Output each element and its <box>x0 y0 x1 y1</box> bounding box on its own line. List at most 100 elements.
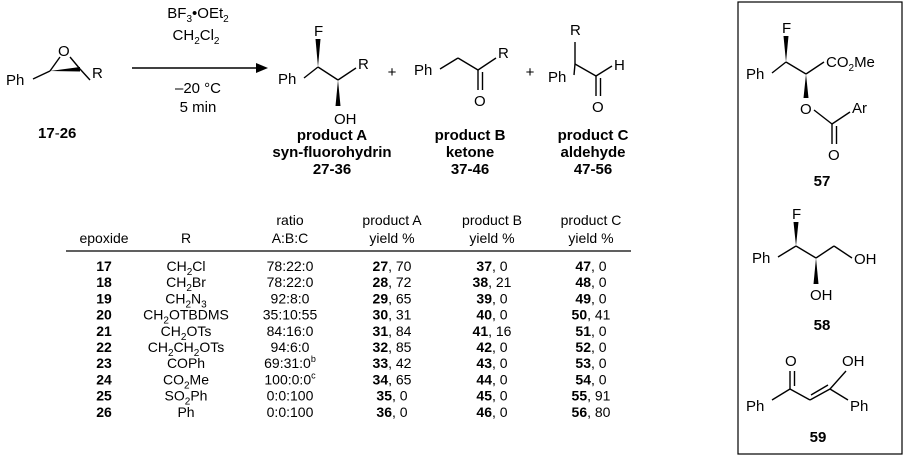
cell-product-a-yield: 36, 0 <box>376 404 407 420</box>
cell-product-c-yield: 48, 0 <box>575 274 606 290</box>
product-c-type: aldehyde <box>560 144 625 161</box>
header-epoxide: epoxide <box>79 230 128 246</box>
compound-57-wedge-f <box>783 36 789 62</box>
product-b-structure: Ph O R <box>414 45 509 110</box>
product-b-bond-ph <box>439 57 459 70</box>
compound-58-oh-1: OH <box>854 251 877 268</box>
compound-57-ar: Ar <box>852 100 867 117</box>
cell-r-group: SO2Ph <box>165 388 208 408</box>
cell-epoxide: 25 <box>96 388 112 404</box>
compound-57-ph-label: Ph <box>746 66 764 83</box>
product-c-bond-ph <box>573 63 576 76</box>
cell-epoxide: 17 <box>96 258 112 274</box>
cell-ratio: 69:31:0b <box>264 354 316 371</box>
header-product-b-2: yield % <box>469 230 514 246</box>
cell-product-b-yield: 43, 0 <box>476 355 507 371</box>
header-ratio-2: A:B:C <box>272 230 309 246</box>
compound-59-bond-cc1 <box>789 388 811 401</box>
cell-product-c-yield: 50, 41 <box>572 307 611 323</box>
product-c-ph-label: Ph <box>548 69 566 86</box>
cell-epoxide: 20 <box>96 307 112 323</box>
cell-epoxide: 19 <box>96 290 112 306</box>
product-a-name: product A <box>297 127 367 144</box>
reactant-bond-r <box>79 68 91 81</box>
cell-product-c-yield: 52, 0 <box>575 339 606 355</box>
reactant-r-label: R <box>92 65 103 82</box>
compound-58-f-label: F <box>792 206 801 223</box>
compound-59-oh-label: OH <box>842 353 865 370</box>
compound-57-bond-cc <box>785 61 807 75</box>
cell-product-a-yield: 32, 85 <box>373 339 412 355</box>
compound-58-oh-2: OH <box>810 287 833 304</box>
header-product-c-2: yield % <box>568 230 613 246</box>
product-c-range: 47-56 <box>574 161 612 178</box>
compound-59: O OH Ph Ph 59 <box>746 353 868 446</box>
compound-57-o-carbonyl: O <box>828 147 840 164</box>
compound-59-bond-ph1 <box>771 388 791 401</box>
compound-58-bond-cc <box>795 245 817 259</box>
header-product-a-1: product A <box>362 212 422 228</box>
cell-epoxide: 26 <box>96 404 112 420</box>
cell-product-a-yield: 29, 65 <box>373 290 412 306</box>
product-a-bond-ph <box>303 66 319 79</box>
reactant-bond-o2 <box>69 56 81 70</box>
cell-epoxide: 21 <box>96 323 112 339</box>
cell-product-b-yield: 45, 0 <box>476 388 507 404</box>
compound-58: Ph F OH OH 58 <box>752 206 877 334</box>
compound-59-bond-cc2-1 <box>809 388 831 401</box>
product-a-r-label: R <box>358 56 369 73</box>
compound-57-bond-ar <box>831 111 851 125</box>
header-product-a-2: yield % <box>369 230 414 246</box>
cell-r-group: COPh <box>167 355 205 371</box>
cell-ratio: 78:22:0 <box>267 258 314 274</box>
product-c-bond-cc <box>574 63 597 77</box>
cell-r-group: CH2OTs <box>161 323 212 343</box>
cell-ratio: 94:6:0 <box>271 339 310 355</box>
cell-ratio: 92:8:0 <box>271 290 310 306</box>
product-captions: product A syn-fluorohydrin 27-36 product… <box>272 127 628 178</box>
cell-product-b-yield: 44, 0 <box>476 371 507 387</box>
cell-ratio: 84:16:0 <box>267 323 314 339</box>
product-a-range: 27-36 <box>313 161 351 178</box>
cell-product-a-yield: 31, 84 <box>373 323 412 339</box>
product-a-f-label: F <box>314 23 323 40</box>
product-c-h-label: H <box>614 57 625 74</box>
cell-product-b-yield: 40, 0 <box>476 307 507 323</box>
cell-product-a-yield: 33, 42 <box>373 355 412 371</box>
compound-57-co2me: CO2Me <box>826 54 875 74</box>
compound-57-bond-oc <box>813 109 833 125</box>
compound-59-bond-cc2-2 <box>810 384 829 396</box>
reactant-bond-wedge <box>50 67 80 72</box>
product-a-type: syn-fluorohydrin <box>272 144 391 161</box>
compound-58-bond-ch2 <box>815 245 835 259</box>
product-a-oh-label: OH <box>334 111 357 128</box>
cell-r-group: CH2OTBDMS <box>143 307 229 327</box>
product-c-bond-h <box>595 65 613 77</box>
compound-59-o-label: O <box>785 353 797 370</box>
solvent: CH2Cl2 <box>173 27 220 47</box>
compound-59-ph-2: Ph <box>850 398 868 415</box>
compound-58-bond-ph <box>777 245 797 258</box>
reactant-compound-label: 17-26 <box>38 125 76 142</box>
cell-product-b-yield: 39, 0 <box>476 290 507 306</box>
cell-ratio: 100:0:0c <box>264 370 316 387</box>
compound-58-bond-oh <box>833 245 853 259</box>
cell-ratio: 35:10:55 <box>263 307 318 323</box>
header-product-b-1: product B <box>462 212 522 228</box>
cell-product-c-yield: 56, 80 <box>572 404 611 420</box>
compound-58-wedge-oh <box>813 258 819 284</box>
cell-product-b-yield: 46, 0 <box>476 404 507 420</box>
product-a-bond-cc <box>317 66 339 81</box>
product-a-structure: Ph F OH R <box>278 23 369 128</box>
compound-58-label: 58 <box>814 317 831 334</box>
cell-r-group: CH2CH2OTs <box>148 339 224 359</box>
cell-product-c-yield: 55, 91 <box>572 388 611 404</box>
